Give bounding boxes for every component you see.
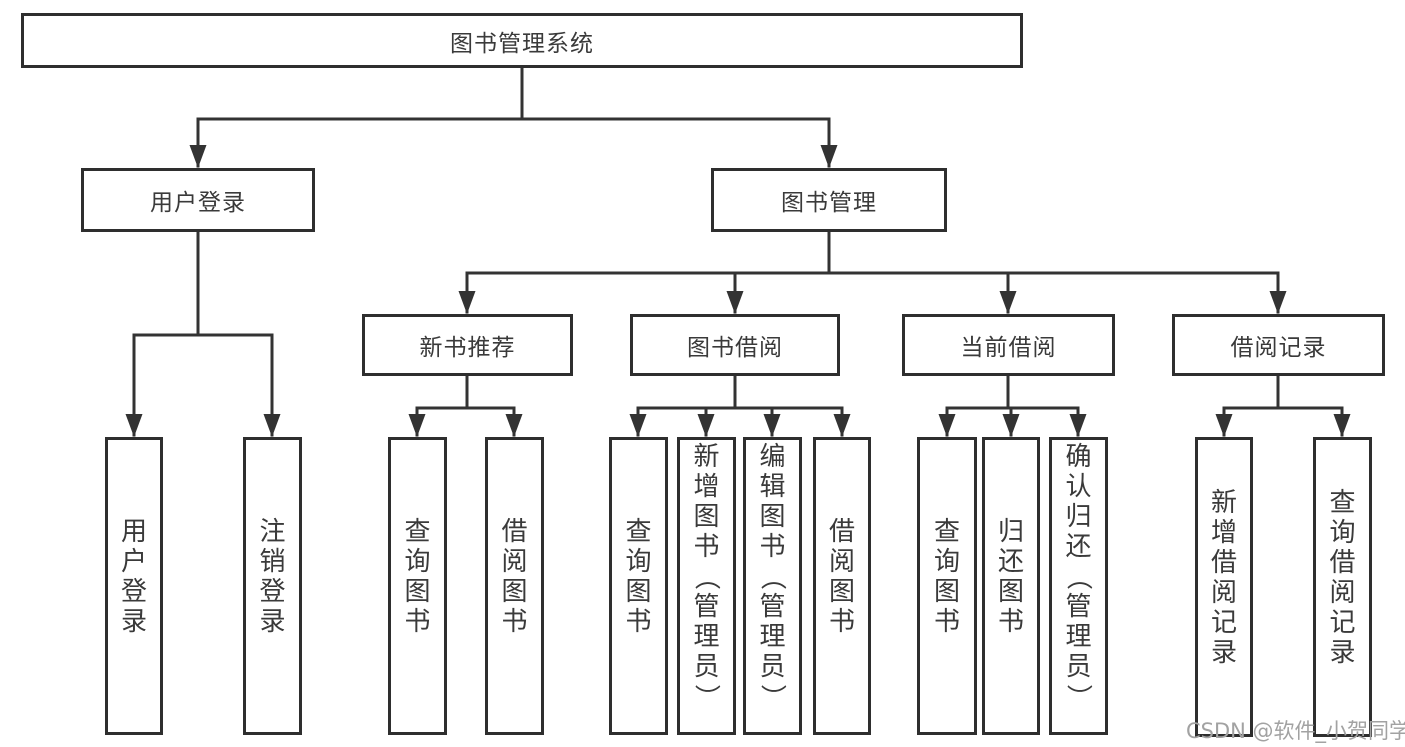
node-user-login: 用户登录	[81, 168, 315, 232]
node-leaf-borrow-books-borrowing: 借阅图书	[813, 437, 871, 735]
node-root-library-system: 图书管理系统	[21, 13, 1023, 68]
node-leaf-query-books-current: 查询图书	[917, 437, 977, 735]
node-borrow-records: 借阅记录	[1172, 314, 1385, 376]
arrowheads	[125, 145, 1351, 437]
node-leaf-add-borrow-record: 新增借阅记录	[1195, 437, 1253, 737]
node-leaf-user-login: 用户登录	[105, 437, 163, 735]
node-book-management: 图书管理	[711, 168, 947, 232]
node-current-borrowing: 当前借阅	[902, 314, 1115, 376]
node-leaf-add-books-admin: 新增图书（管理员）	[677, 437, 736, 735]
node-new-book-recommend: 新书推荐	[362, 314, 573, 376]
node-leaf-query-borrow-record: 查询借阅记录	[1313, 437, 1372, 737]
watermark: CSDN @软件_小贺同学	[1186, 719, 1405, 743]
node-leaf-confirm-return-admin: 确认归还（管理员）	[1049, 437, 1108, 735]
node-leaf-borrow-books-recommend: 借阅图书	[485, 437, 544, 735]
node-leaf-return-books: 归还图书	[982, 437, 1040, 735]
node-leaf-query-books-borrowing: 查询图书	[609, 437, 668, 735]
node-leaf-logout: 注销登录	[243, 437, 302, 735]
node-leaf-edit-books-admin: 编辑图书（管理员）	[743, 437, 802, 735]
node-leaf-query-books-recommend: 查询图书	[388, 437, 447, 735]
node-book-borrowing: 图书借阅	[630, 314, 840, 376]
